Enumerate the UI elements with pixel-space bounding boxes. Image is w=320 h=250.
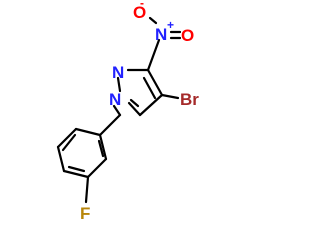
nitro-nitrogen-label: N bbox=[155, 25, 167, 44]
molecule-diagram: O - N + O N N Br F bbox=[56, 0, 199, 223]
bromine-label: Br bbox=[180, 90, 199, 109]
bond-c5-n1-double bbox=[129, 98, 140, 108]
bond-ar-1-2 bbox=[98, 133, 108, 161]
bond-c3-c4-double bbox=[142, 76, 157, 100]
oxygen-charge-label: - bbox=[140, 0, 144, 10]
bond-c5-n1 bbox=[127, 101, 142, 117]
bond-ar-5-6 bbox=[56, 127, 78, 149]
bond-ch2-ring bbox=[98, 113, 122, 137]
bond-c4-c5 bbox=[138, 93, 164, 117]
bond-ar-inner-b bbox=[67, 165, 86, 173]
bond-ar-2-3 bbox=[86, 157, 108, 179]
bond-ar-6-1 bbox=[74, 127, 102, 137]
fluorine-label: F bbox=[80, 204, 90, 223]
oxygen-atom-label: O bbox=[133, 3, 146, 22]
bond-n1-ch2 bbox=[112, 104, 122, 117]
bond-n1-n2 bbox=[116, 76, 122, 93]
bond-ar-inner-c bbox=[61, 133, 77, 152]
bond-ar-4-5 bbox=[56, 145, 66, 173]
structure-svg: O - N + O N N Br F bbox=[56, 0, 199, 223]
nitro-charge-label: + bbox=[167, 18, 174, 32]
oxygen-double-label: O bbox=[181, 26, 194, 45]
bond-ar-inner-a bbox=[97, 139, 105, 158]
ring-nitrogen-1-label: N bbox=[109, 90, 121, 109]
bond-ar-3-4 bbox=[62, 169, 90, 179]
bond-nitro-o-single bbox=[148, 16, 158, 25]
ring-nitrogen-2-label: N bbox=[112, 63, 124, 82]
bond-c3-nitro bbox=[146, 38, 161, 72]
bond-c3-c4 bbox=[146, 68, 164, 97]
bond-c4-br bbox=[160, 93, 180, 100]
bond-ar-f bbox=[84, 175, 90, 204]
